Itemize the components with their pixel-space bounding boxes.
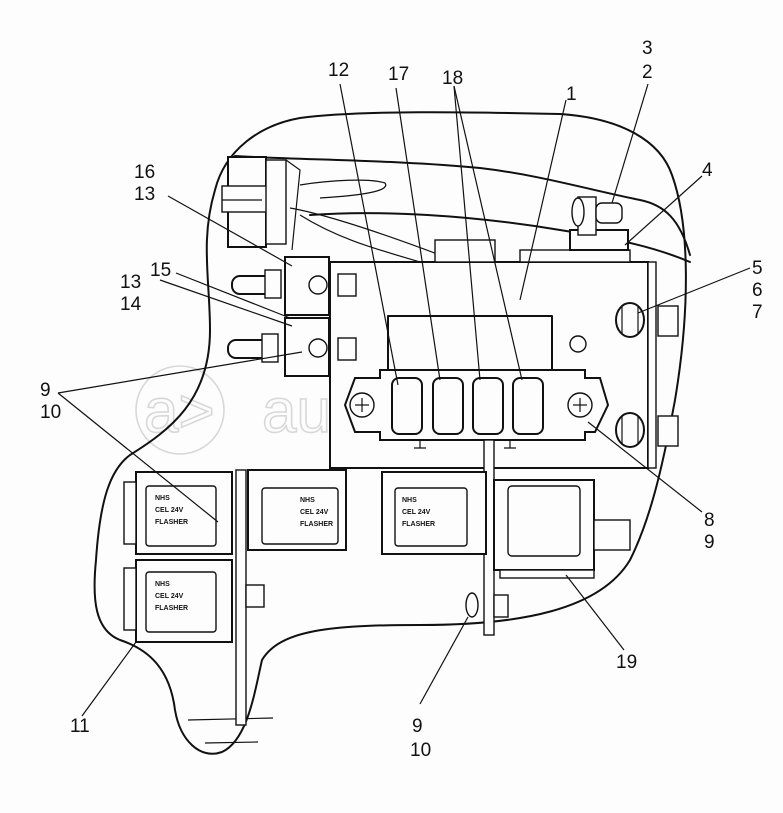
fuse-block <box>343 369 610 449</box>
callout-18: 18 <box>442 68 463 89</box>
callout-9-bottom: 9 <box>412 716 423 737</box>
callout-5: 5 <box>752 258 763 279</box>
callout-13-lower: 13 <box>120 272 141 293</box>
wire <box>289 207 441 256</box>
svg-text:FLASHER: FLASHER <box>402 521 435 528</box>
bottom-tab-line <box>204 741 259 744</box>
callout-10-bottom: 10 <box>410 740 431 761</box>
callout-3: 3 <box>642 38 653 59</box>
support-strip-left <box>235 469 247 726</box>
watermark-logo-glyph: a> <box>144 377 215 446</box>
cover-outline <box>93 111 687 755</box>
hex-bolt-lower <box>615 412 679 448</box>
svg-text:NHS: NHS <box>402 497 417 504</box>
callout-14: 14 <box>120 294 142 315</box>
svg-text:FLASHER: FLASHER <box>300 521 333 528</box>
callout-6: 6 <box>752 280 763 301</box>
callout-15: 15 <box>150 260 171 281</box>
cable-tie <box>299 179 387 199</box>
fuse-3 <box>472 377 504 435</box>
bolt-lower-center <box>465 592 509 618</box>
svg-text:NHS: NHS <box>155 495 170 502</box>
fuse-2 <box>432 377 464 435</box>
a-arrow-logo-icon <box>135 365 225 455</box>
bottom-tab-line <box>187 717 274 721</box>
stud-bolt <box>569 196 629 251</box>
callout-4: 4 <box>702 160 713 181</box>
callout-7: 7 <box>752 302 763 323</box>
relay-center: NHS CEL 24V FLASHER <box>247 469 347 551</box>
leader-lines <box>57 83 751 717</box>
svg-text:CEL 24V: CEL 24V <box>155 507 184 514</box>
relay-top-left: NHS CEL 24V FLASHER <box>123 471 233 555</box>
terminal-block-upper <box>231 256 357 316</box>
callout-16: 16 <box>134 162 155 183</box>
callout-11: 11 <box>70 716 90 737</box>
svg-text:CEL 24V: CEL 24V <box>300 509 329 516</box>
harness-lower-line <box>309 212 691 263</box>
callout-12: 12 <box>328 60 349 81</box>
svg-text:FLASHER: FLASHER <box>155 519 188 526</box>
svg-text:FLASHER: FLASHER <box>155 605 188 612</box>
callout-17: 17 <box>388 64 409 85</box>
svg-text:CEL 24V: CEL 24V <box>155 593 184 600</box>
callout-9-left: 9 <box>40 380 51 401</box>
wire <box>299 214 421 263</box>
callout-9-right: 9 <box>704 532 715 553</box>
fuse-4 <box>512 377 544 435</box>
hex-bolt-upper <box>615 302 679 338</box>
callout-8: 8 <box>704 510 715 531</box>
relay-right: NHS CEL 24V FLASHER <box>381 471 487 555</box>
relay-bottom-left: NHS CEL 24V FLASHER <box>123 559 265 643</box>
svg-text:NHS: NHS <box>155 581 170 588</box>
multi-pin-connector <box>221 156 301 251</box>
callout-10-left: 10 <box>40 402 61 423</box>
bracket-hole <box>569 335 587 353</box>
callout-13-upper: 13 <box>134 184 155 205</box>
harness-upper-line <box>234 155 691 256</box>
svg-text:NHS: NHS <box>300 497 315 504</box>
solenoid-unit <box>493 479 631 579</box>
callout-19: 19 <box>616 652 637 673</box>
callout-1: 1 <box>566 84 577 105</box>
callout-2: 2 <box>642 62 653 83</box>
callout-labels: 12 17 18 1 3 2 4 16 13 15 13 14 5 6 7 9 … <box>40 38 763 761</box>
terminal-block-lower <box>227 317 357 377</box>
svg-text:CEL 24V: CEL 24V <box>402 509 431 516</box>
fuse-1 <box>391 377 423 435</box>
